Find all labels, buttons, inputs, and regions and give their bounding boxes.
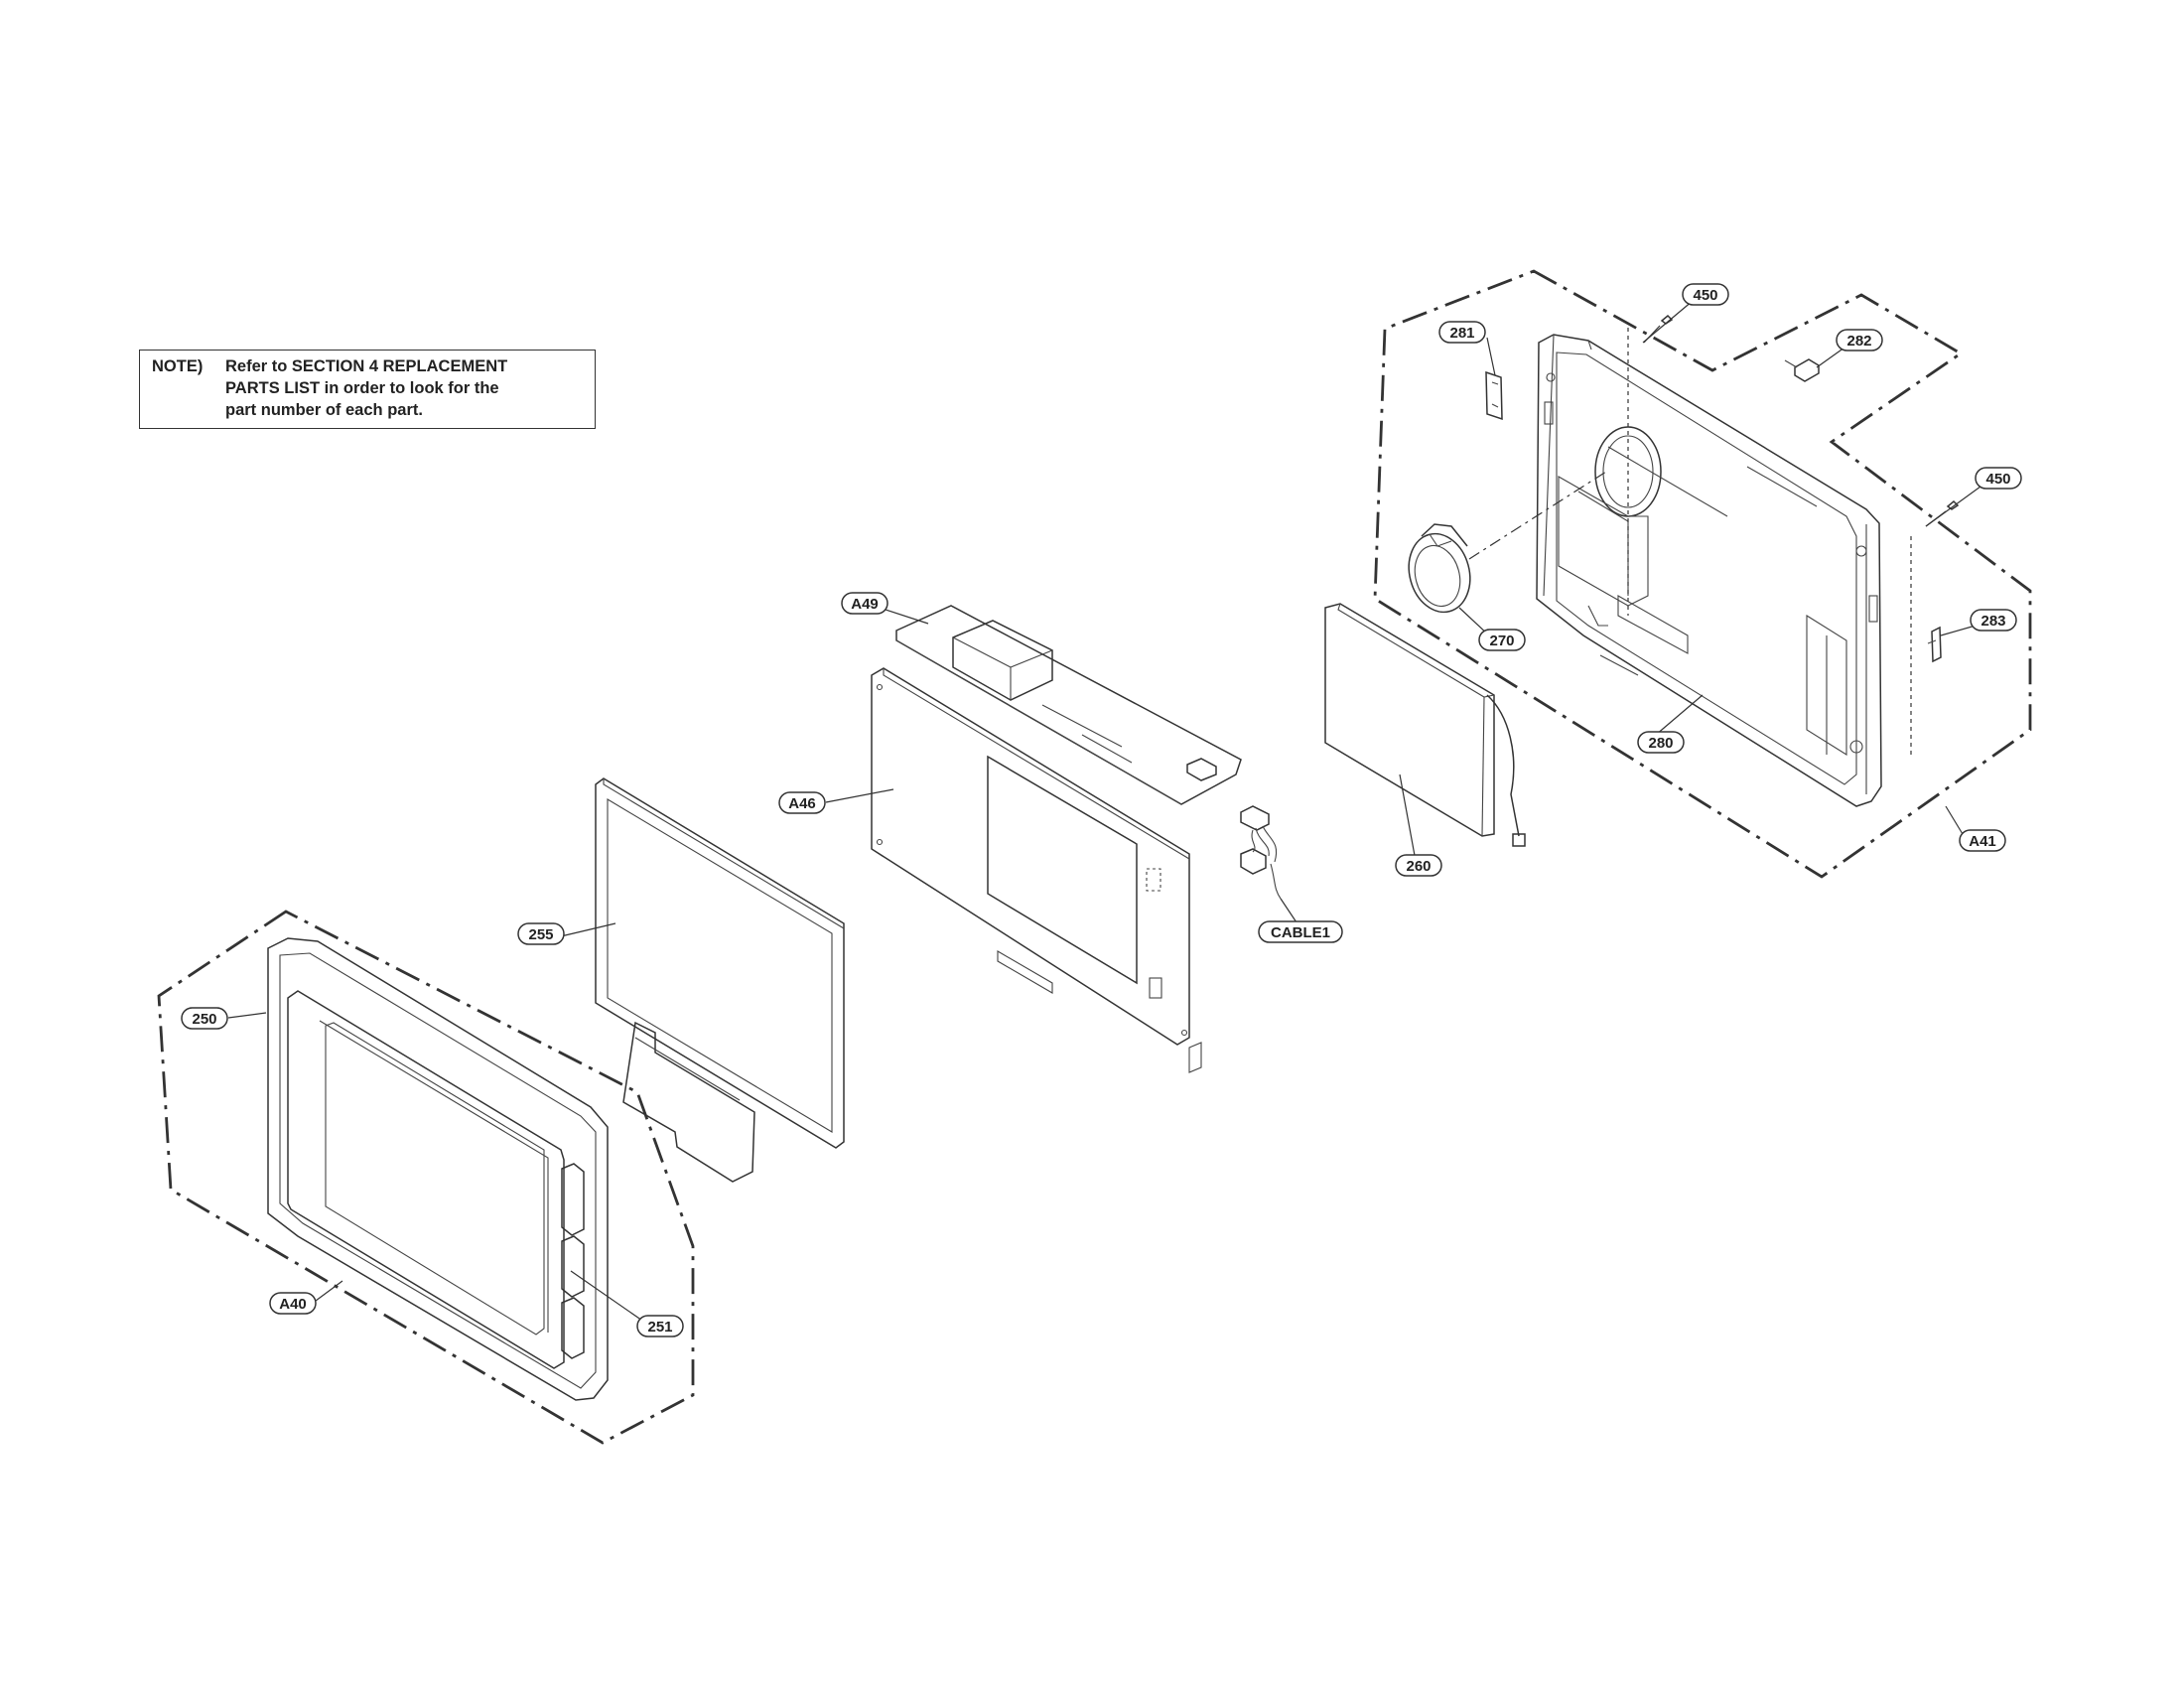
svg-text:281: 281 <box>1449 325 1474 342</box>
leader-450b <box>1925 486 1981 527</box>
callout-450-top: 450 <box>1682 283 1729 306</box>
leader-281 <box>1486 337 1496 376</box>
note-prefix: NOTE) <box>152 357 204 375</box>
svg-text:255: 255 <box>528 926 553 943</box>
callout-a41: A41 <box>1959 829 2006 852</box>
clip-283 <box>1927 626 1942 663</box>
speaker-leader-dashdot <box>1468 471 1607 560</box>
leader-a46 <box>825 788 894 803</box>
note-line-1: Refer to SECTION 4 REPLACEMENT <box>225 357 508 375</box>
svg-text:450: 450 <box>1693 287 1717 304</box>
callout-a40: A40 <box>269 1292 317 1315</box>
note-line-3: part number of each part. <box>225 401 423 419</box>
svg-text:A46: A46 <box>788 795 816 812</box>
callout-280: 280 <box>1637 731 1685 754</box>
note-box: NOTE) Refer to SECTION 4 REPLACEMENT PAR… <box>139 350 596 429</box>
leader-282 <box>1816 347 1845 368</box>
callout-270: 270 <box>1478 629 1526 651</box>
callout-a46: A46 <box>778 791 826 814</box>
group-outline-a41 <box>1373 269 2032 879</box>
svg-text:260: 260 <box>1406 858 1431 875</box>
cable1 <box>1240 805 1282 900</box>
leader-450a <box>1642 300 1694 344</box>
speaker-270 <box>1408 523 1471 614</box>
group-outline-a40 <box>157 910 695 1445</box>
svg-text:A49: A49 <box>851 596 879 613</box>
front-cabinet-250 <box>267 937 609 1401</box>
svg-text:A40: A40 <box>279 1296 307 1313</box>
board-a49 <box>895 605 1242 805</box>
bracket-281 <box>1485 370 1503 421</box>
svg-text:280: 280 <box>1648 735 1673 752</box>
callout-282: 282 <box>1836 329 1883 352</box>
clip-282 <box>1784 358 1820 382</box>
svg-text:251: 251 <box>647 1319 672 1336</box>
rear-cabinet-280 <box>1536 334 1882 807</box>
svg-text:270: 270 <box>1489 633 1514 649</box>
callout-255: 255 <box>517 922 565 945</box>
callout-250: 250 <box>181 1007 228 1030</box>
leader-280 <box>1655 694 1704 736</box>
svg-text:283: 283 <box>1980 613 2005 630</box>
callout-a49: A49 <box>841 592 888 615</box>
leader-250 <box>227 1012 267 1019</box>
svg-text:282: 282 <box>1846 333 1871 350</box>
leader-251 <box>570 1270 646 1324</box>
svg-text:250: 250 <box>192 1011 216 1028</box>
svg-text:CABLE1: CABLE1 <box>1271 924 1330 941</box>
lcd-panel-255 <box>595 777 845 1183</box>
callout-cable1: CABLE1 <box>1258 920 1343 943</box>
callout-260: 260 <box>1395 854 1442 877</box>
callout-281: 281 <box>1438 321 1486 344</box>
leader-283 <box>1940 625 1977 636</box>
note-line-2: PARTS LIST in order to look for the <box>225 379 499 397</box>
leader-a40 <box>315 1280 343 1302</box>
leader-255 <box>560 922 616 937</box>
callout-283: 283 <box>1970 609 2017 632</box>
battery-260 <box>1324 603 1526 847</box>
callout-251: 251 <box>636 1315 684 1337</box>
svg-text:450: 450 <box>1985 471 2010 488</box>
svg-text:A41: A41 <box>1969 833 1996 850</box>
board-a46 <box>871 667 1202 1073</box>
callout-450-right: 450 <box>1975 467 2022 490</box>
